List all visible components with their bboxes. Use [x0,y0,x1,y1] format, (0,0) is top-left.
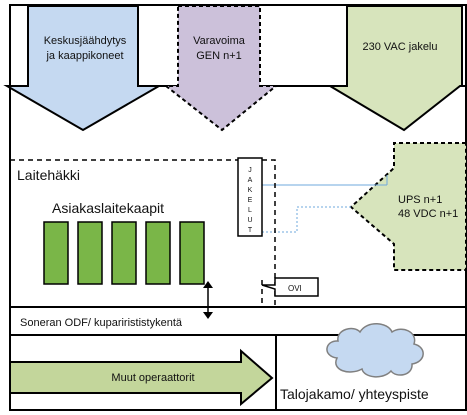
building-distribution-label: Talojakamo/ yhteyspiste [280,386,429,402]
distribution-letter: E [248,197,253,204]
ups-label-line2: 48 VDC n+1 [398,208,458,220]
backup-power-label-line2: GEN n+1 [196,50,242,62]
ups-connector-line [262,175,388,186]
distribution-letter: U [247,217,252,224]
cabinet-1 [43,221,69,285]
ups-label-line1: UPS n+1 [398,194,442,206]
dc-connector-line [262,206,351,233]
distribution-letter: J [248,167,252,174]
cooling-arrow [3,5,163,132]
customer-cabinets [43,221,205,285]
cabinets-label: Asiakaslaitekaapit [52,200,164,216]
distribution-letter: A [248,177,253,184]
ups-arrow [349,142,467,271]
distribution-letter: K [248,187,253,194]
distribution-letter: T [248,227,253,234]
odf-label: Soneran ODF/ kuparirististykentä [20,317,183,329]
ac-distribution-label: 230 VAC jakelu [362,41,437,53]
ac-distribution-arrow [326,5,463,132]
cage-label: Laitehäkki [17,167,80,183]
other-operators-arrow [9,348,274,407]
door-arrow [261,277,319,297]
distribution-letter: L [248,207,252,214]
cabinet-2 [77,221,103,285]
odf-link-arrow-up [203,281,213,288]
cloud-shape [326,323,424,378]
door-label: OVI [288,284,302,293]
odf-link-arrow-down [203,312,213,319]
cabinet-5 [179,221,205,285]
cooling-label-line1: Keskusjäähdytys [44,35,127,47]
cabinet-4 [145,221,171,285]
cooling-label-line2: ja kaappikoneet [45,50,123,62]
other-operators-label: Muut operaattorit [111,372,194,384]
cage-border [9,159,276,307]
cabinet-3 [111,221,137,285]
backup-power-arrow [163,5,279,132]
distribution-panel [237,157,263,237]
backup-power-label-line1: Varavoima [193,35,246,47]
